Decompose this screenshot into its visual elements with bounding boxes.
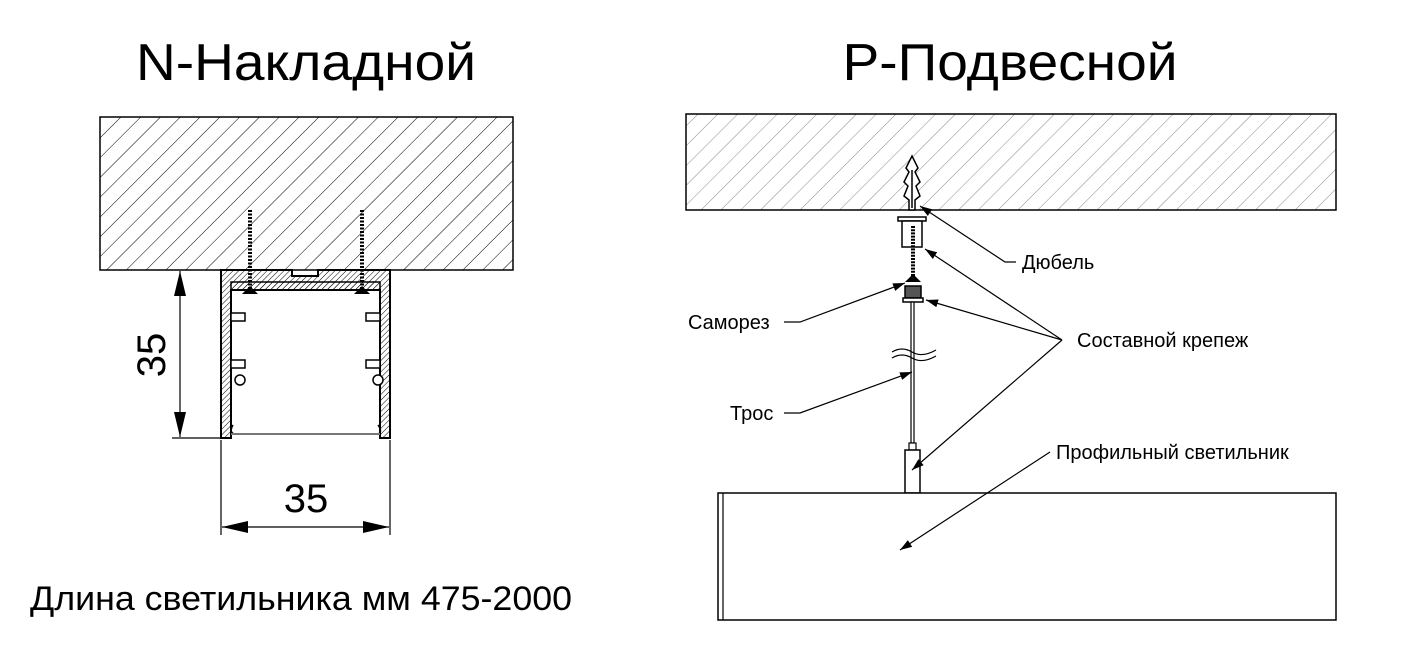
surface-mount-title: N-Накладной xyxy=(136,34,476,92)
label-fastener: Составной крепеж xyxy=(1077,330,1249,352)
ceiling-slab xyxy=(685,113,1337,211)
suspended-mount-section: P-Подвесной xyxy=(685,34,1337,621)
label-dowel: Дюбель xyxy=(1022,252,1094,274)
surface-mount-section: N-Накладной 35 xyxy=(30,34,572,618)
length-note: Длина светильника мм 475-2000 xyxy=(30,580,572,618)
suspended-mount-title: P-Подвесной xyxy=(843,34,1178,92)
profile-luminaire xyxy=(717,492,1337,621)
screw-icon xyxy=(242,210,258,294)
ceiling-slab xyxy=(99,116,514,271)
width-value: 35 xyxy=(284,477,329,521)
label-luminaire: Профильный светильник xyxy=(1056,442,1289,464)
label-screw: Саморез xyxy=(688,312,770,334)
label-cable: Трос xyxy=(730,403,773,425)
dowel-icon xyxy=(903,154,921,211)
self-tapping-screw-icon xyxy=(905,226,921,282)
aluminium-profile xyxy=(220,269,391,439)
leader-lines xyxy=(784,205,1063,551)
height-dimension: 35 xyxy=(130,271,221,439)
screw-icon xyxy=(354,210,370,294)
height-value: 35 xyxy=(130,333,174,378)
cable-icon xyxy=(891,301,937,494)
fastener-nut-icon xyxy=(902,285,924,303)
width-dimension: 35 xyxy=(220,440,391,535)
